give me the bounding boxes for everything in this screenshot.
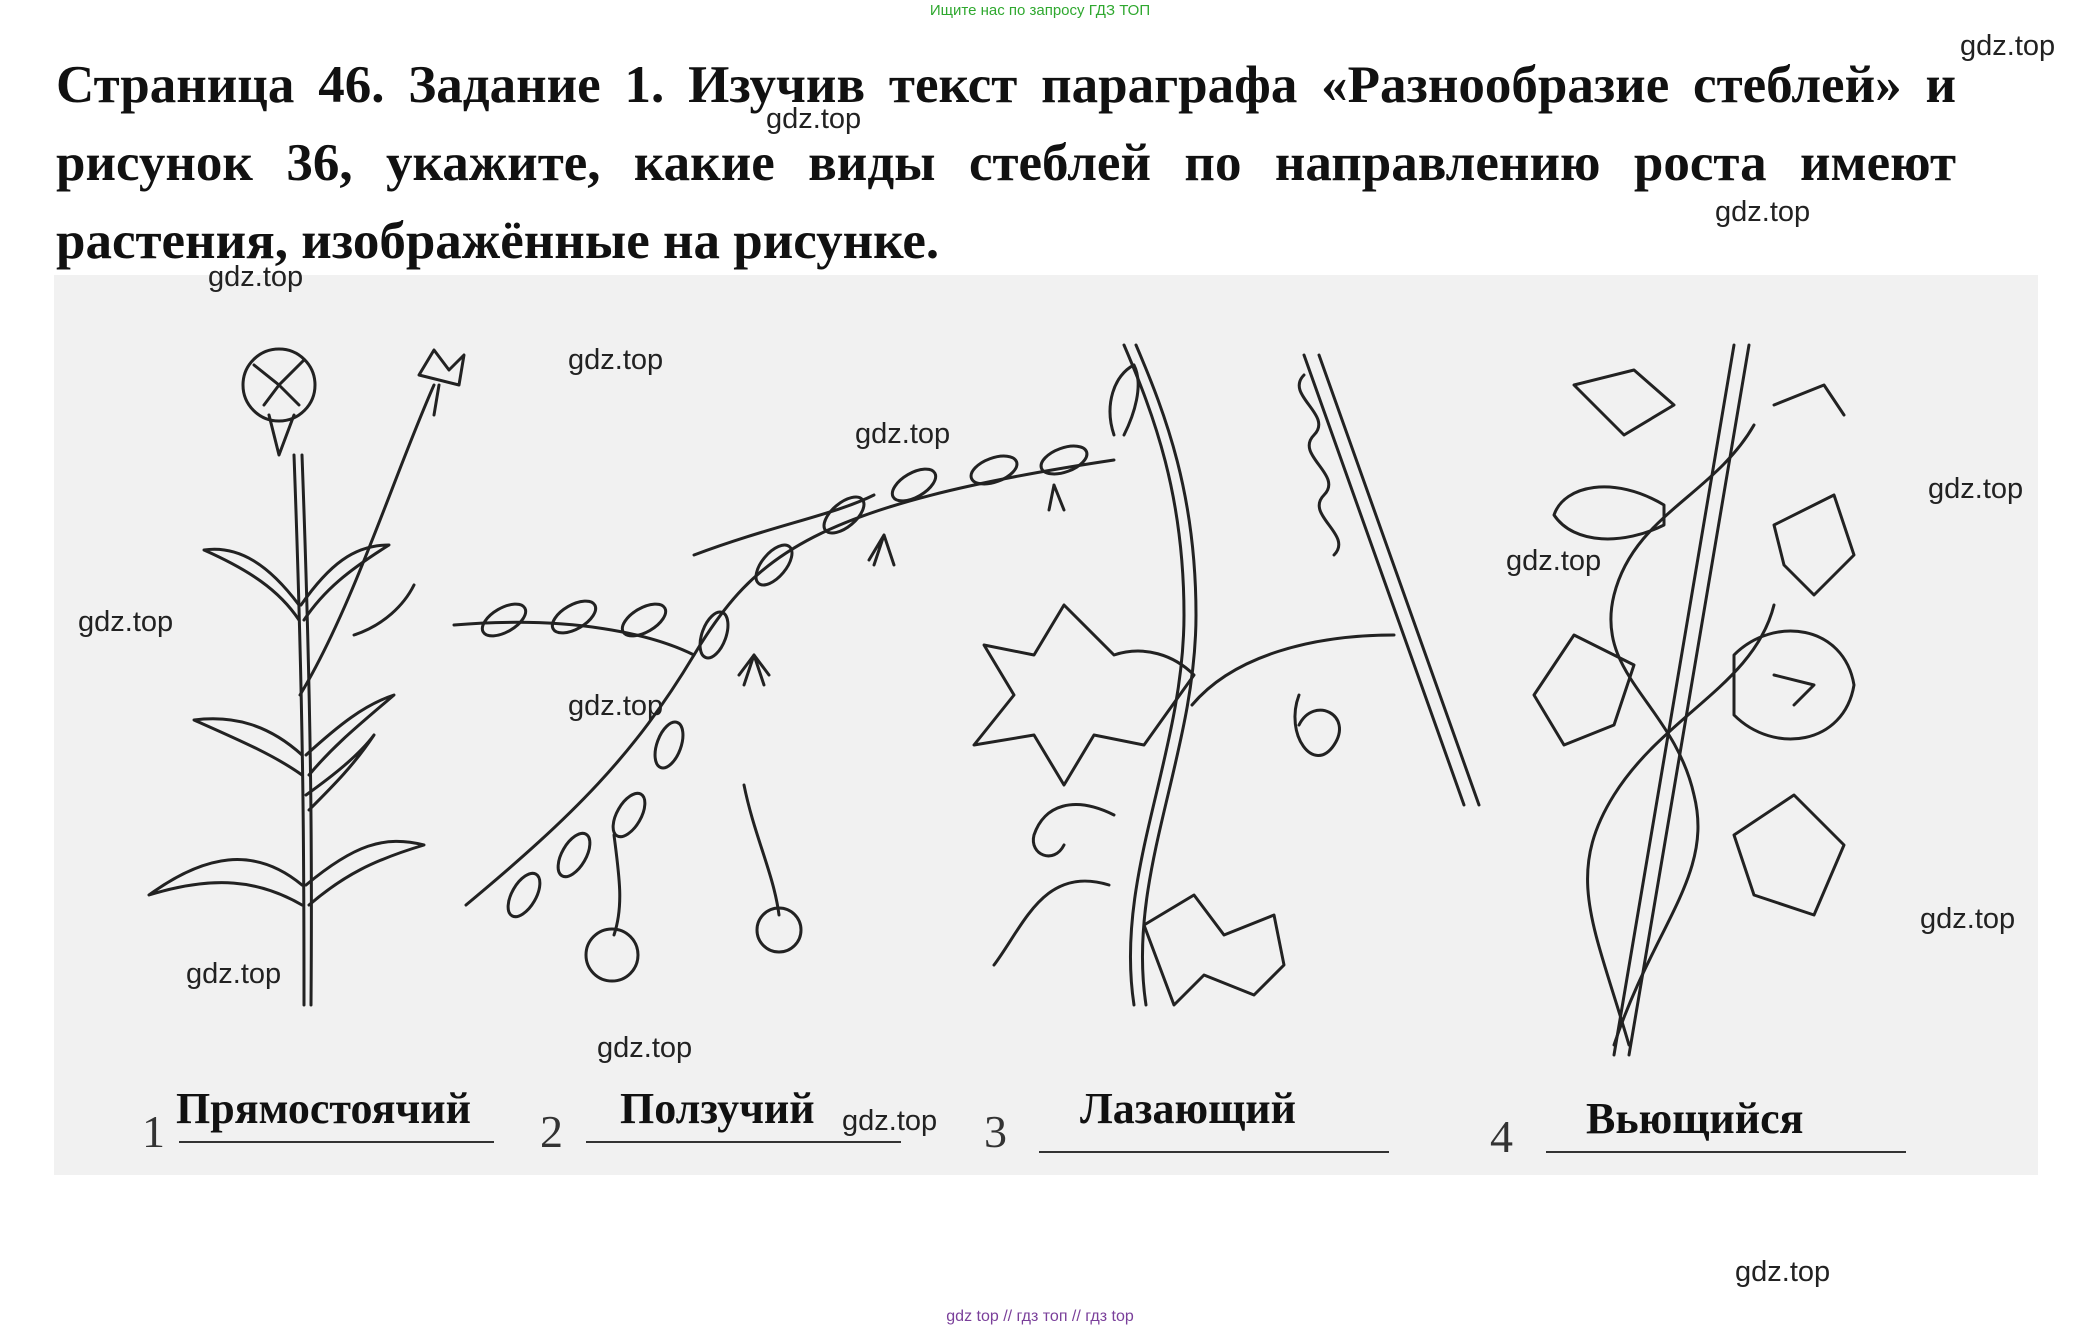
item-number-4: 4 bbox=[1490, 1111, 1513, 1162]
answer-4: Вьющийся bbox=[1586, 1094, 1804, 1143]
watermark: gdz.top bbox=[568, 690, 664, 722]
answer-2: Ползучий bbox=[620, 1084, 815, 1133]
watermark: gdz.top bbox=[842, 1105, 938, 1137]
watermark: gdz.top bbox=[1960, 30, 2056, 62]
answer-1: Прямостоячий bbox=[176, 1084, 471, 1133]
upright-plant-drawing bbox=[147, 347, 466, 1007]
answer-line-3 bbox=[1039, 1151, 1389, 1153]
watermark: gdz.top bbox=[597, 1032, 693, 1064]
watermark: gdz.top bbox=[568, 344, 664, 376]
climbing-plant-drawing bbox=[972, 343, 1481, 1007]
task-text: Страница 46. Задание 1. Изучив текст пар… bbox=[56, 56, 1956, 270]
watermark: gdz.top bbox=[1715, 196, 1811, 228]
footer-links[interactable]: gdz top // гдз топ // гдз top bbox=[946, 1308, 1134, 1325]
watermark: gdz.top bbox=[855, 418, 951, 450]
watermark: gdz.top bbox=[78, 606, 174, 638]
watermark: gdz.top bbox=[1920, 903, 2016, 935]
item-number-1: 1 bbox=[142, 1106, 165, 1157]
watermark: gdz.top bbox=[766, 103, 862, 135]
answer-3: Лазающий bbox=[1080, 1084, 1296, 1133]
answer-line-4 bbox=[1546, 1151, 1906, 1153]
plant-drawings bbox=[147, 343, 1856, 1057]
answer-line-1 bbox=[179, 1141, 494, 1143]
plant-figure: 1 Прямостоячий 2 Ползучий 3 Лазающий 4 В… bbox=[54, 275, 2038, 1175]
item-number-3: 3 bbox=[984, 1106, 1007, 1157]
creeping-plant-drawing bbox=[452, 444, 1116, 983]
twining-plant-drawing bbox=[1532, 343, 1856, 1057]
watermark: gdz.top bbox=[1735, 1256, 1831, 1288]
item-number-2: 2 bbox=[540, 1106, 563, 1157]
top-banner[interactable]: Ищите нас по запросу ГДЗ ТОП bbox=[929, 2, 1151, 19]
watermark: gdz.top bbox=[186, 958, 282, 990]
watermark: gdz.top bbox=[1928, 473, 2024, 505]
watermark: gdz.top bbox=[208, 261, 304, 293]
watermark: gdz.top bbox=[1506, 545, 1602, 577]
answer-line-2 bbox=[586, 1141, 901, 1143]
